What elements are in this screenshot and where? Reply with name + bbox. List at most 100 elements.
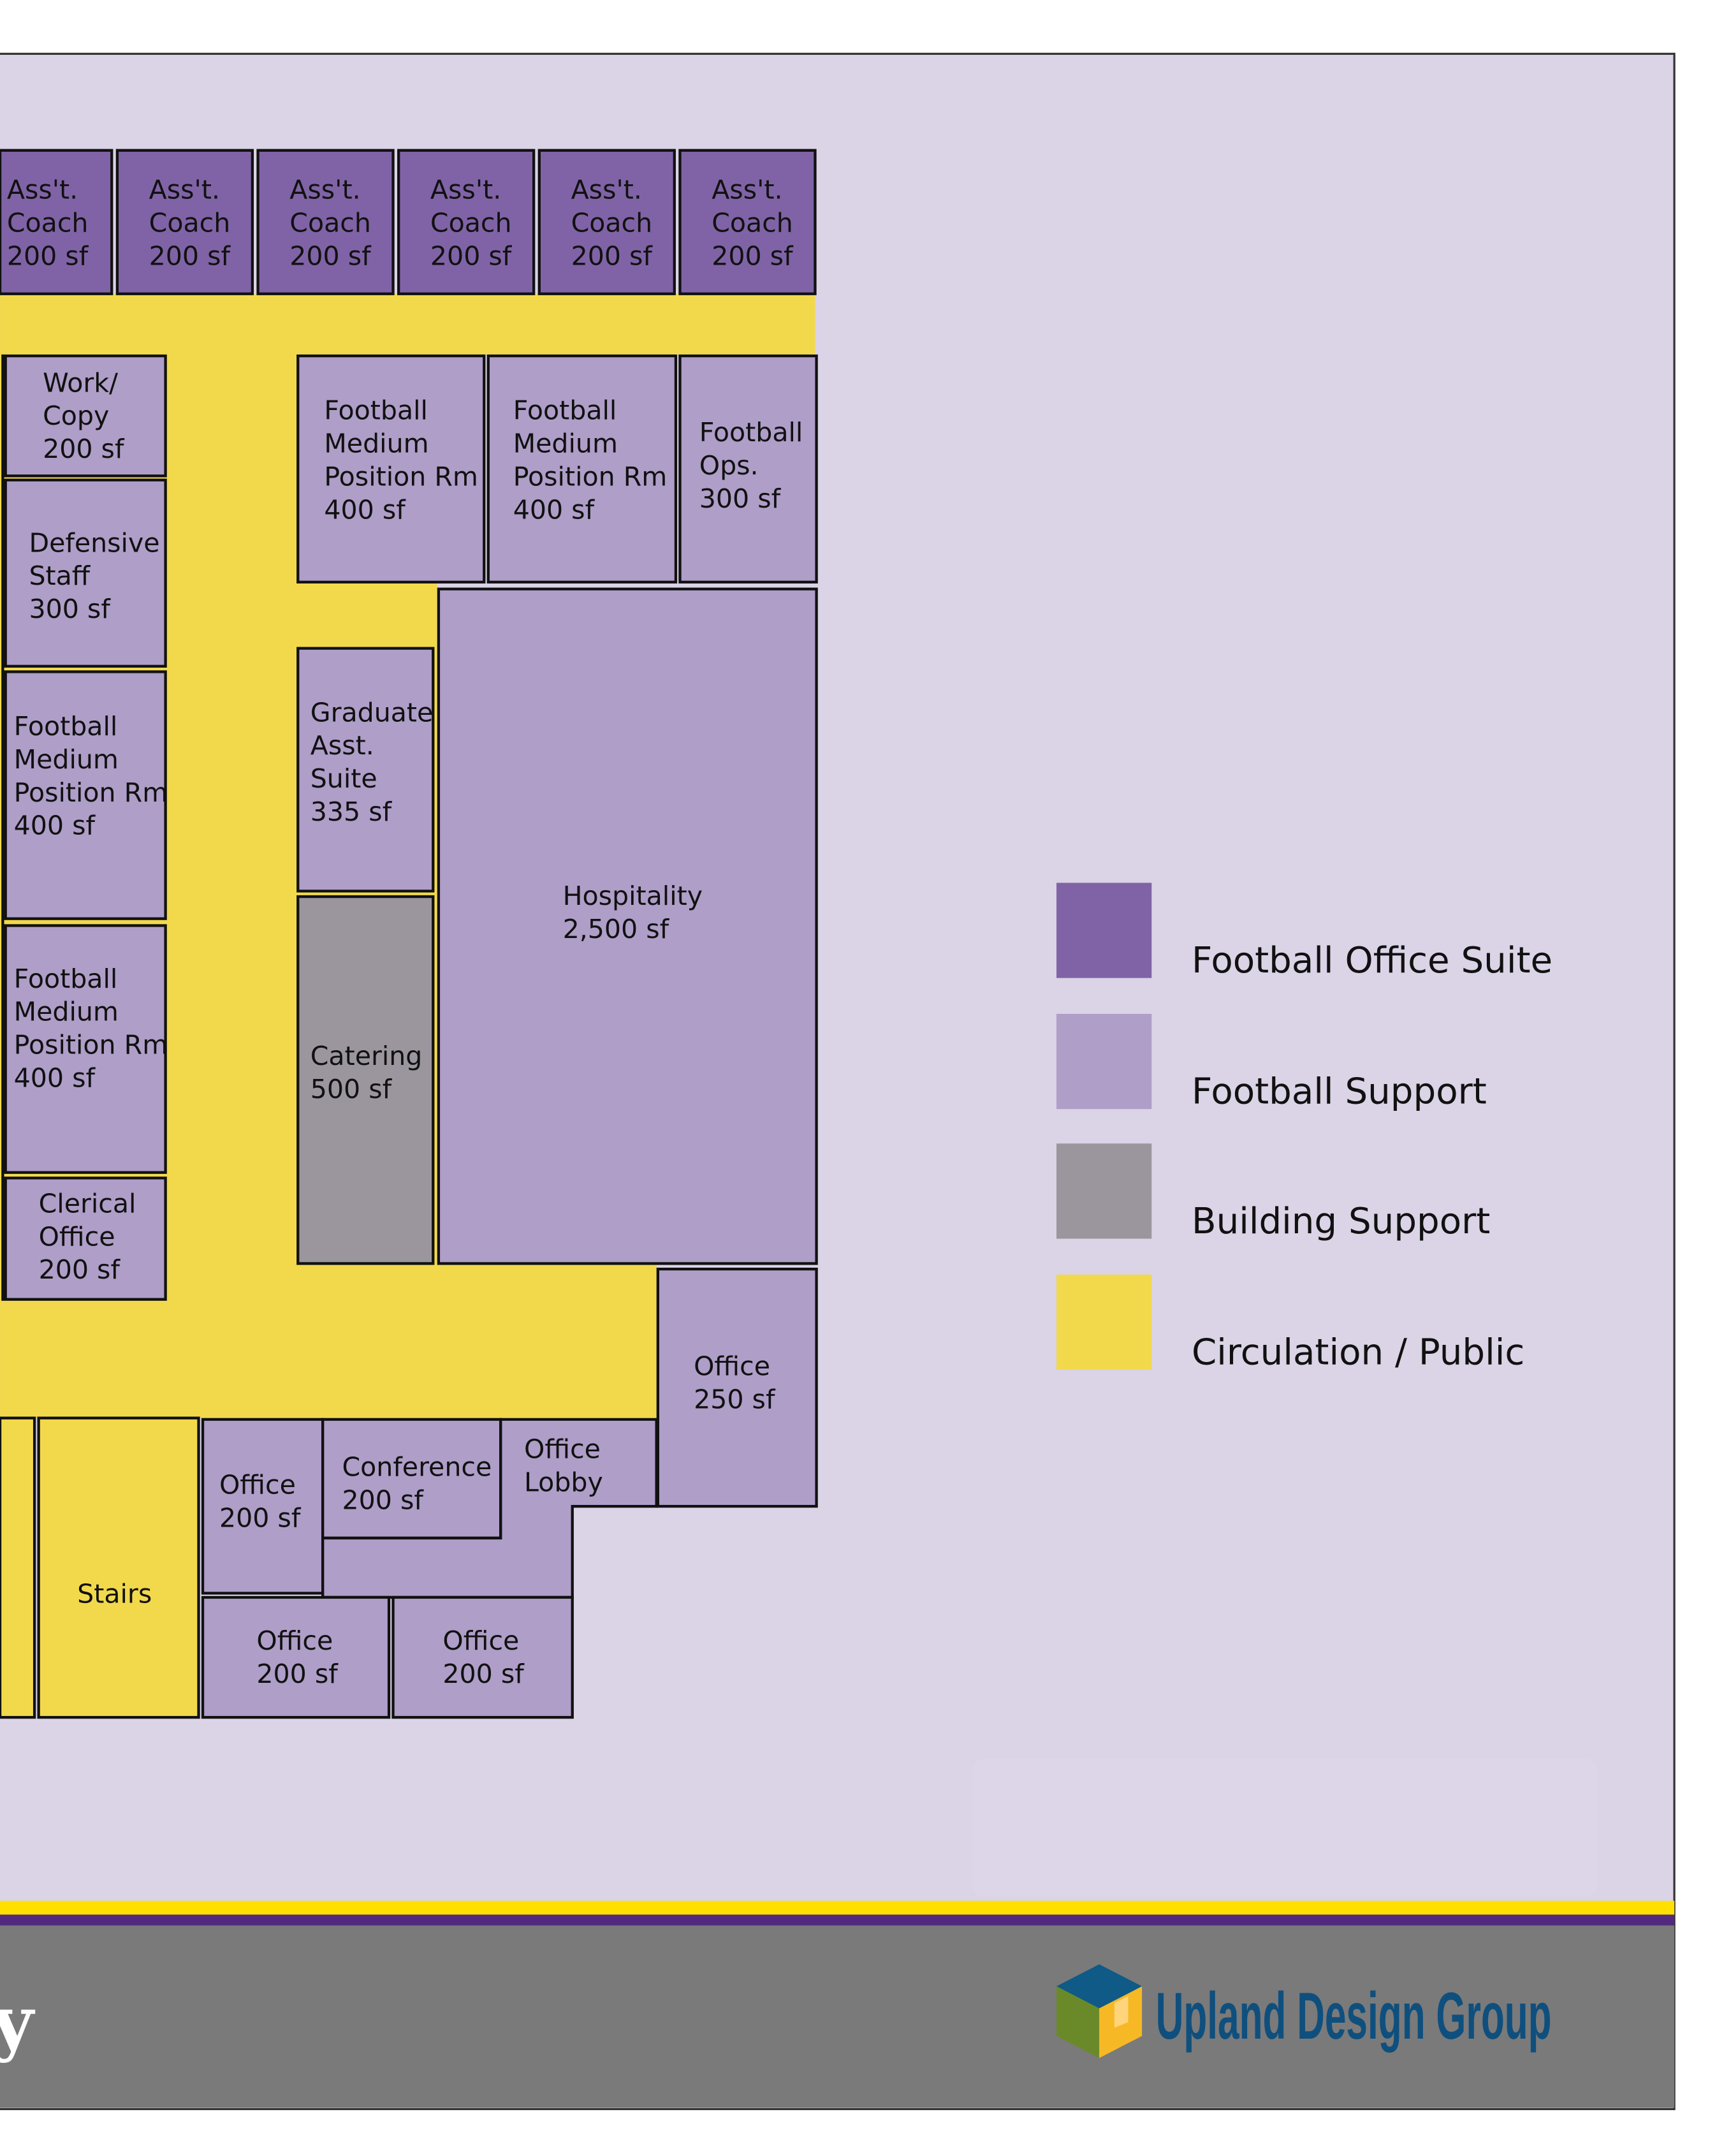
room-label-line: Medium [324,429,428,459]
room-shape [678,354,818,584]
room-label-line: Coach [149,207,231,238]
room-label-line: 250 sf [694,1384,776,1415]
room-label-line: 300 sf [699,483,782,514]
footer-purple-band [0,1914,1675,1926]
room-shape [0,149,113,295]
legend-swatch [1056,1013,1152,1110]
room-label-line: Ass't. [149,174,220,205]
room-shape [437,587,818,1265]
room-shape [201,1595,391,1719]
room-shape [115,149,254,295]
room-label-line: Graduate [310,697,434,728]
room-shape [397,149,536,295]
room-label-line: 400 sf [14,1063,96,1094]
room-label-line: 200 sf [442,1659,525,1689]
room-label-line: Ass't. [7,174,78,205]
room-label-line: Catering [310,1041,423,1071]
room-label-line: Copy [43,400,109,431]
room-label-line: Football [14,964,118,994]
room-label-line: Office [524,1434,601,1464]
room-label-line: Suite [310,763,377,794]
room-label-line: 200 sf [39,1254,121,1285]
room-label-line: 2,500 sf [563,914,670,944]
room-label-line: 200 sf [571,240,654,271]
footer-yellow-band [0,1900,1675,1915]
room-label-line: 400 sf [513,494,595,525]
footer-gray-band [0,1925,1675,2108]
room-label-line: 200 sf [149,240,231,271]
room-shape [296,895,435,1265]
room-label-line: Medium [513,429,618,459]
room-label-line: Ops. [699,450,759,481]
room-label-line: Lobby [524,1467,603,1497]
legend-swatch [1056,883,1152,978]
room-label-line: Ass't. [430,174,501,205]
room-label-line: Football [14,711,118,742]
room-shape [486,354,678,584]
room-label-line: Coach [289,207,371,238]
room-label: Stairs [77,1579,152,1610]
room-label-line: 300 sf [29,594,111,624]
room-label-line: Ass't. [289,174,360,205]
room-label-line: 200 sf [712,240,794,271]
room-label-line: 400 sf [324,494,406,525]
room-label-line: 200 sf [430,240,513,271]
legend-label: Football Support [1192,1071,1487,1113]
room-shape [4,354,167,478]
room-label-line: Clerical [39,1188,136,1219]
room-label-line: Asst. [310,730,374,761]
legend-label: Football Office Suite [1192,940,1552,981]
room-label-line: Position Rm [14,1030,168,1060]
room-label-line: Conference [342,1452,492,1483]
footer-title-fragment: y [0,1979,36,2064]
room-label-line: Office [442,1625,519,1656]
legend-label: Circulation / Public [1192,1331,1524,1373]
room-label-line: Position Rm [14,777,168,808]
room-label-line: Office [39,1221,115,1252]
room-label-line: 200 sf [7,240,89,271]
room-shape [256,149,395,295]
legend-item: Building Support [1056,1143,1490,1242]
room-shape [296,647,435,893]
legend-label: Building Support [1192,1201,1490,1242]
legend-swatch [1056,1143,1152,1239]
room-label-line: 335 sf [310,796,393,827]
room-label-line: 200 sf [43,434,125,464]
room-label-line: Ass't. [571,174,642,205]
room-label-line: Office [256,1625,333,1656]
room-label-line: Football [324,395,428,426]
room: Stairs [37,1416,200,1719]
legend-item: Football Office Suite [1056,883,1552,981]
room-shape [4,1177,167,1301]
